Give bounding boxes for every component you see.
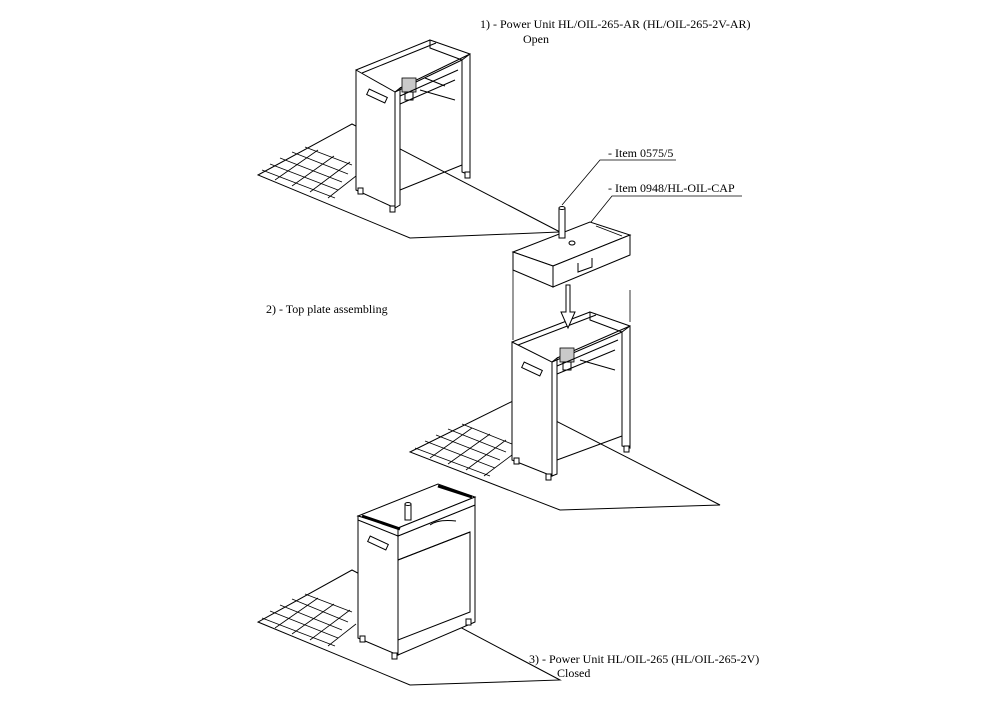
step3-number: 3) (529, 652, 539, 666)
foot-1b (389, 205, 396, 213)
unit-closed (256, 483, 562, 686)
foot-3a (359, 635, 366, 643)
step3-title: - Power Unit HL/OIL-265 (HL/OIL-265-2V) (542, 652, 760, 666)
handle-slot-2 (521, 361, 543, 377)
step3-state: Closed (557, 666, 591, 680)
foot-3b (391, 652, 398, 660)
floor-grid-2 (414, 423, 513, 477)
floor-plate-2 (408, 399, 721, 511)
pump-motor-2 (556, 339, 619, 375)
item1-label: - Item 0575/5 (608, 146, 674, 160)
handle-slot-3 (367, 535, 389, 551)
step2-title-label: 2) - Top plate assembling (266, 302, 388, 316)
foot-2b (545, 473, 552, 481)
floor-grid-1 (261, 146, 357, 199)
unit-open (256, 39, 562, 239)
cabinet-front-2 (511, 341, 553, 477)
item2-label: - Item 0948/HL-OIL-CAP (608, 181, 735, 195)
assembly-arrow (560, 284, 576, 330)
leader-item-2 (590, 195, 742, 223)
leader-item-1 (561, 159, 676, 206)
foot-2c (623, 445, 630, 453)
closed-rod (404, 503, 412, 521)
unit-assembling (408, 159, 742, 511)
step1-state: Open (523, 32, 549, 46)
step2-number: 2) (266, 302, 276, 316)
floor-grid-3 (261, 593, 357, 647)
step1-title: - Power Unit HL/OIL-265-AR (HL/OIL-265-2… (493, 17, 751, 31)
foot-3c (465, 618, 472, 626)
top-plate (511, 221, 632, 288)
cabinet-front-3 (357, 515, 399, 656)
step1-number: 1) (480, 17, 490, 31)
step2-title: - Top plate assembling (279, 302, 388, 316)
handle-slot-1 (366, 88, 388, 104)
cabinet-front-1 (355, 69, 396, 209)
pump-motor-1 (399, 69, 459, 105)
floor-plate-1 (256, 123, 562, 239)
rod-item (558, 206, 566, 239)
step1-title-label: 1) - Power Unit HL/OIL-265-AR (HL/OIL-26… (480, 17, 751, 31)
floor-plate-3 (256, 569, 562, 686)
cabinet-side-1 (394, 86, 401, 209)
foot-2a (513, 457, 520, 465)
foot-1c (464, 171, 471, 179)
foot-1a (357, 187, 364, 195)
closed-lever (429, 520, 457, 526)
step3-title-label: 3) - Power Unit HL/OIL-265 (HL/OIL-265-2… (529, 652, 759, 666)
